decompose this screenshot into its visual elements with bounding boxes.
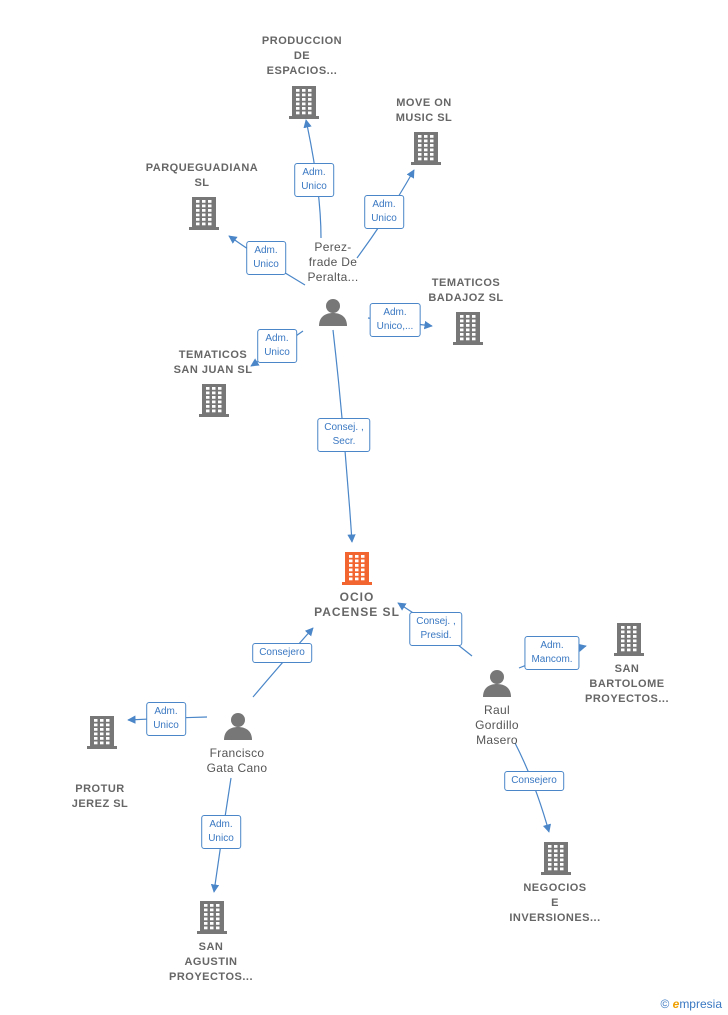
- building-icon[interactable]: [410, 130, 442, 171]
- node-label-line: ESPACIOS...: [266, 65, 338, 77]
- role-text: Unico: [208, 833, 234, 844]
- brand-name: mpresia: [679, 997, 722, 1011]
- footer-brand[interactable]: © empresia: [660, 997, 722, 1011]
- node-label-line: PARQUEGUADIANA: [145, 162, 259, 174]
- node-label-line: DE: [293, 50, 311, 62]
- node-label-line: SAN: [198, 941, 224, 953]
- role-text: Adm.: [209, 819, 233, 830]
- building-icon[interactable]: [540, 840, 572, 881]
- node-label-line: PROYECTOS...: [168, 971, 254, 983]
- node-label-line: NEGOCIOS: [523, 882, 587, 894]
- node-label-line: MOVE ON: [396, 97, 452, 109]
- node-label-badajoz[interactable]: TEMATICOS BADAJOZ SL: [428, 276, 503, 306]
- node-label-line: Raul: [484, 703, 510, 717]
- role-badge-perez-badajoz[interactable]: Adm. Unico,...: [369, 303, 421, 337]
- node-label-line: Perez-: [314, 240, 352, 254]
- node-label-line: Peralta...: [307, 270, 359, 284]
- role-text: Presid.: [420, 630, 452, 641]
- building-icon[interactable]: [341, 550, 373, 591]
- node-label-negocios[interactable]: NEGOCIOS E INVERSIONES...: [509, 881, 600, 926]
- building-icon[interactable]: [86, 714, 118, 755]
- node-label-line: Francisco: [209, 746, 265, 760]
- node-label-line: Gordillo: [475, 718, 519, 732]
- node-label-line: MUSIC SL: [395, 112, 453, 124]
- building-icon[interactable]: [613, 621, 645, 662]
- node-label-line: PACENSE SL: [314, 605, 400, 619]
- role-text: Adm.: [540, 640, 564, 651]
- role-text: Adm.: [302, 167, 326, 178]
- node-label-produccion[interactable]: PRODUCCION DE ESPACIOS...: [262, 34, 342, 79]
- role-badge-perez-main[interactable]: Consej. , Secr.: [317, 418, 371, 452]
- role-text: Consej. ,: [324, 422, 364, 433]
- role-text: Mancom.: [531, 654, 573, 665]
- building-icon[interactable]: [198, 382, 230, 423]
- node-label-line: Masero: [476, 733, 518, 747]
- role-badge-perez-parque[interactable]: Adm. Unico: [246, 241, 286, 275]
- role-text: Adm.: [154, 706, 178, 717]
- node-label-bartolome[interactable]: SAN BARTOLOME PROYECTOS...: [585, 662, 669, 707]
- node-label-line: PROTUR: [75, 783, 125, 795]
- node-label-line: TEMATICOS: [178, 349, 248, 361]
- node-label-line: SAN: [614, 663, 640, 675]
- person-icon[interactable]: [318, 297, 348, 332]
- role-badge-perez-produccion[interactable]: Adm. Unico: [294, 163, 334, 197]
- role-badge-francisco-main[interactable]: Consejero: [252, 643, 312, 663]
- role-badge-raul-bartolome[interactable]: Adm. Mancom.: [524, 636, 580, 670]
- node-label-parque[interactable]: PARQUEGUADIANA SL: [146, 161, 259, 191]
- role-text: Unico: [301, 181, 327, 192]
- role-text: Adm.: [372, 199, 396, 210]
- node-label-line: TEMATICOS: [431, 277, 501, 289]
- role-badge-francisco-agustin[interactable]: Adm. Unico: [201, 815, 241, 849]
- role-text: Adm.: [383, 307, 407, 318]
- node-label-line: SL: [194, 177, 210, 189]
- role-text: Consejero: [259, 647, 305, 658]
- role-text: Secr.: [332, 436, 356, 447]
- node-label-agustin[interactable]: SAN AGUSTIN PROYECTOS...: [169, 940, 253, 985]
- person-icon[interactable]: [482, 668, 512, 703]
- role-badge-raul-negocios[interactable]: Consejero: [504, 771, 564, 791]
- role-text: Unico: [153, 720, 179, 731]
- role-text: Unico: [264, 347, 290, 358]
- building-icon[interactable]: [188, 195, 220, 236]
- node-label-sanjuan[interactable]: TEMATICOS SAN JUAN SL: [174, 348, 253, 378]
- building-icon[interactable]: [196, 899, 228, 940]
- node-label-line: PROYECTOS...: [584, 693, 670, 705]
- node-label-line: E: [551, 897, 559, 909]
- node-label-line: Gata Cano: [206, 761, 268, 775]
- role-text: Consejero: [511, 775, 557, 786]
- edge-francisco-main: [252, 627, 314, 698]
- role-text: Unico,...: [376, 321, 414, 332]
- person-icon[interactable]: [223, 711, 253, 746]
- building-icon[interactable]: [452, 310, 484, 351]
- node-label-line: OCIO: [339, 590, 375, 604]
- node-label-protur[interactable]: PROTUR JEREZ SL: [72, 782, 129, 812]
- node-label-line: JEREZ SL: [71, 798, 129, 810]
- node-label-line: BADAJOZ SL: [428, 292, 504, 304]
- brand-initial: e: [672, 997, 680, 1011]
- node-label-line: frade De: [308, 255, 358, 269]
- role-badge-perez-sanjuan[interactable]: Adm. Unico: [257, 329, 297, 363]
- node-label-line: SAN JUAN SL: [173, 364, 253, 376]
- node-label-line: INVERSIONES...: [509, 912, 601, 924]
- role-badge-francisco-protur[interactable]: Adm. Unico: [146, 702, 186, 736]
- role-text: Adm.: [254, 245, 278, 256]
- copyright-symbol: ©: [660, 997, 670, 1011]
- role-badge-raul-main[interactable]: Consej. , Presid.: [409, 612, 463, 646]
- node-label-line: AGUSTIN: [184, 956, 238, 968]
- role-text: Adm.: [265, 333, 289, 344]
- role-badge-perez-move[interactable]: Adm. Unico: [364, 195, 404, 229]
- role-text: Unico: [371, 213, 397, 224]
- node-label-line: BARTOLOME: [589, 678, 665, 690]
- node-label-line: PRODUCCION: [261, 35, 343, 47]
- node-label-move[interactable]: MOVE ON MUSIC SL: [396, 96, 453, 126]
- role-text: Unico: [253, 259, 279, 270]
- role-text: Consej. ,: [416, 616, 456, 627]
- building-icon[interactable]: [288, 84, 320, 125]
